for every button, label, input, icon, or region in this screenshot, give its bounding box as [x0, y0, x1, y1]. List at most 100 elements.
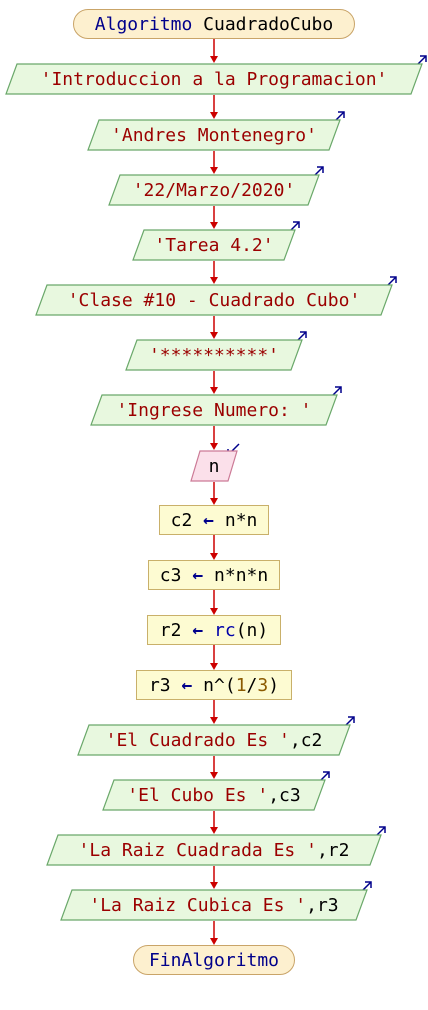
assign-arrow-icon: ← — [192, 619, 204, 641]
assign-target: c2 — [170, 509, 193, 531]
expr-token: n — [246, 509, 258, 531]
flow-arrowhead — [210, 332, 218, 339]
output-block-5[interactable]: 'Clase #10 - Cuadrado Cubo' — [35, 284, 393, 316]
flow-arrowhead — [210, 222, 218, 229]
flow-arrowhead — [210, 277, 218, 284]
end-keyword: FinAlgoritmo — [148, 949, 280, 971]
assign-target: c3 — [159, 564, 182, 586]
output-block-6[interactable]: '**********' — [125, 339, 303, 371]
expr-token: ) — [257, 619, 269, 641]
expr-token: * — [235, 509, 247, 531]
expr-token: * — [246, 564, 258, 586]
output-shape — [132, 229, 296, 261]
flow-arrowhead — [210, 112, 218, 119]
expr-token: n — [235, 564, 247, 586]
output-indicator-icon — [338, 111, 345, 118]
output-variable: ,c3 — [268, 784, 301, 806]
output-block-11[interactable]: 'La Raiz Cubica Es ',r3 — [60, 889, 368, 921]
output-block-4[interactable]: 'Tarea 4.2' — [132, 229, 296, 261]
assign-expression: n^(1/3) — [203, 675, 279, 696]
output-block-9[interactable]: 'El Cubo Es ',c3 — [102, 779, 326, 811]
assign-r2[interactable]: r2 ← rc(n) — [147, 615, 281, 645]
flow-arrowhead — [210, 553, 218, 560]
output-text: 'Introduccion a la Programacion' — [40, 68, 388, 90]
assign-arrow-icon: ← — [181, 674, 193, 696]
output-text: 'Clase #10 - Cuadrado Cubo' — [67, 289, 361, 311]
input-variable: n — [208, 455, 220, 477]
output-text: 'La Raiz Cuadrada Es ' — [78, 839, 317, 861]
expr-token: ^( — [214, 674, 236, 696]
output-block-10[interactable]: 'La Raiz Cuadrada Es ',r2 — [46, 834, 382, 866]
expr-token: ) — [268, 674, 280, 696]
end-terminal[interactable]: FinAlgoritmo — [133, 945, 295, 975]
output-text: 'El Cubo Es ' — [127, 784, 269, 806]
output-block-1[interactable]: 'Introduccion a la Programacion' — [5, 63, 423, 95]
assign-c3[interactable]: c3 ← n*n*n — [148, 560, 280, 590]
output-variable: ,c2 — [289, 729, 323, 751]
output-shape — [125, 339, 303, 371]
output-shape — [77, 724, 351, 756]
output-text: '22/Marzo/2020' — [132, 179, 296, 201]
flow-arrowhead — [210, 663, 218, 670]
output-text: 'Ingrese Numero: ' — [116, 399, 312, 421]
output-block-7[interactable]: 'Ingrese Numero: ' — [90, 394, 338, 426]
start-keyword: Algoritmo — [94, 13, 193, 35]
output-indicator-icon — [420, 55, 427, 62]
output-block-2[interactable]: 'Andres Montenegro' — [87, 119, 341, 151]
output-text: 'Tarea 4.2' — [154, 234, 274, 256]
assign-arrow-icon: ← — [192, 564, 204, 586]
flow-arrowhead — [210, 498, 218, 505]
assign-arrow-icon: ← — [203, 509, 214, 531]
output-indicator-icon — [348, 716, 355, 723]
flow-arrowhead — [210, 387, 218, 394]
flow-arrowhead — [210, 938, 218, 945]
output-shape — [87, 119, 341, 151]
output-shape — [5, 63, 423, 95]
assign-expression: n*n*n — [214, 565, 268, 586]
expr-token: n — [214, 564, 225, 586]
input-shape — [190, 450, 238, 482]
assign-expression: rc(n) — [214, 620, 268, 641]
algorithm-name: CuadradoCubo — [203, 13, 334, 35]
flow-arrowhead — [210, 772, 218, 779]
assign-r3[interactable]: r3 ← n^(1/3) — [136, 670, 292, 700]
output-indicator-icon — [300, 331, 307, 338]
output-indicator-icon — [293, 221, 300, 228]
output-shape — [46, 834, 382, 866]
output-indicator-icon — [323, 771, 330, 778]
expr-token: n — [203, 674, 214, 696]
expr-token: n — [257, 564, 269, 586]
output-block-3[interactable]: '22/Marzo/2020' — [108, 174, 320, 206]
expr-token: 3 — [257, 674, 269, 696]
assign-target: r2 — [159, 619, 182, 641]
output-block-8[interactable]: 'El Cuadrado Es ',c2 — [77, 724, 351, 756]
output-shape — [108, 174, 320, 206]
output-shape — [35, 284, 393, 316]
flow-arrowhead — [210, 827, 218, 834]
output-indicator-icon — [365, 881, 372, 888]
expr-token: ( — [235, 619, 247, 641]
input-block[interactable]: n — [190, 450, 238, 482]
expr-token: n — [246, 619, 258, 641]
start-terminal[interactable]: Algoritmo CuadradoCubo — [73, 9, 355, 39]
expr-token: 1 — [235, 674, 247, 696]
output-shape — [60, 889, 368, 921]
output-indicator-icon — [335, 386, 342, 393]
output-text: 'La Raiz Cubica Es ' — [89, 894, 307, 916]
output-variable: ,r3 — [306, 894, 339, 916]
flow-arrowhead — [210, 882, 218, 889]
output-text: 'El Cuadrado Es ' — [105, 729, 290, 751]
output-shape — [90, 394, 338, 426]
expr-token: n — [224, 509, 236, 531]
flow-arrowhead — [210, 717, 218, 724]
output-shape — [102, 779, 326, 811]
assign-c2[interactable]: c2 ← n*n — [159, 505, 269, 535]
assign-expression: n*n — [225, 510, 258, 531]
output-indicator-icon — [390, 276, 397, 283]
output-indicator-icon — [379, 826, 386, 833]
output-text: '**********' — [148, 344, 280, 366]
expr-token: rc — [214, 619, 236, 641]
expr-token: * — [224, 564, 236, 586]
flow-arrowhead — [210, 608, 218, 615]
